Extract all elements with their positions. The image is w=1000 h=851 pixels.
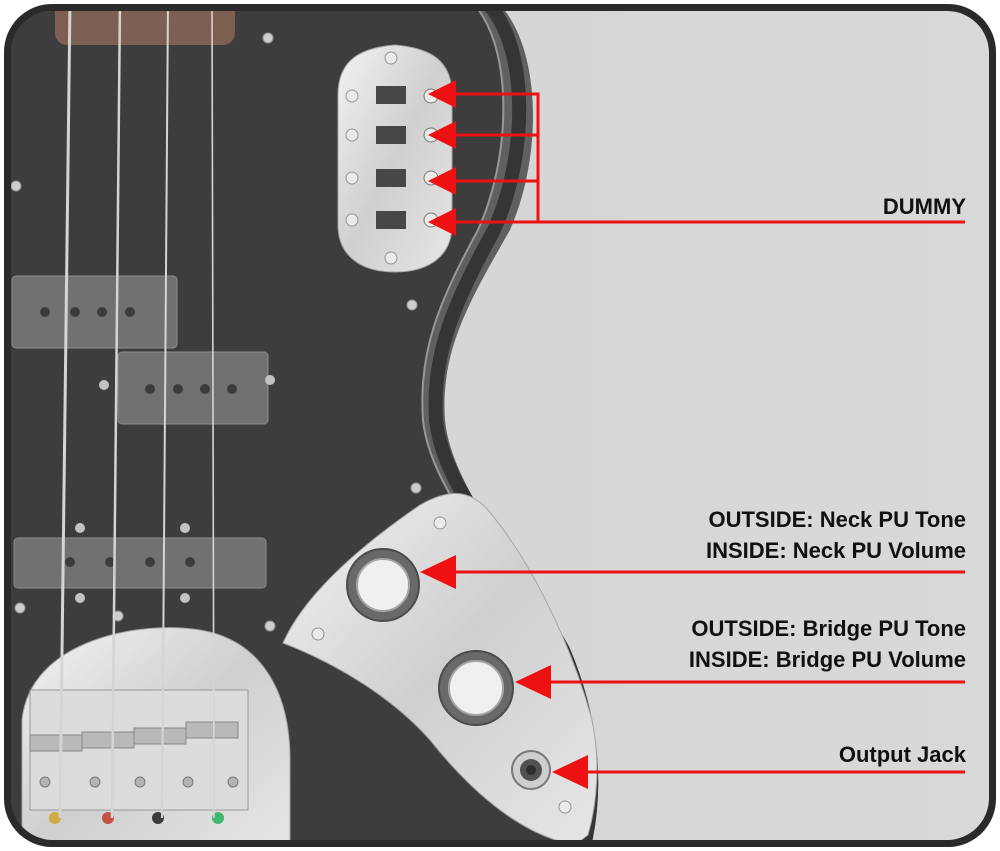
label-output-jack: Output Jack bbox=[838, 742, 966, 767]
label-bridge-outside: OUTSIDE: Bridge PU Tone bbox=[691, 616, 966, 641]
switch-plate bbox=[337, 44, 453, 273]
bridge-knob-arrowhead bbox=[515, 665, 551, 699]
arrowhead-switch-2 bbox=[428, 121, 456, 149]
neck-knob-arrowhead bbox=[420, 555, 456, 589]
knob-neck bbox=[346, 548, 420, 622]
label-dummy: DUMMY bbox=[882, 194, 966, 219]
strings bbox=[58, 11, 215, 819]
pickup-neck-1 bbox=[11, 275, 178, 349]
jack-arrowhead bbox=[552, 755, 588, 789]
knob-bridge bbox=[438, 650, 514, 726]
pickup-neck-2 bbox=[99, 351, 275, 425]
arrowhead-switch-4 bbox=[428, 208, 456, 236]
arrowhead-switch-3 bbox=[428, 167, 456, 195]
pickup-bridge bbox=[13, 523, 267, 603]
bridge bbox=[21, 627, 291, 840]
neck-end bbox=[55, 11, 235, 45]
arrowhead-switch-1 bbox=[428, 80, 456, 108]
arrows bbox=[420, 80, 965, 789]
label-neck-inside: INSIDE: Neck PU Volume bbox=[706, 538, 966, 563]
dummy-arrows bbox=[452, 92, 965, 224]
label-neck-outside: OUTSIDE: Neck PU Tone bbox=[708, 507, 966, 532]
output-jack bbox=[511, 750, 551, 790]
label-bridge-inside: INSIDE: Bridge PU Volume bbox=[688, 647, 966, 672]
